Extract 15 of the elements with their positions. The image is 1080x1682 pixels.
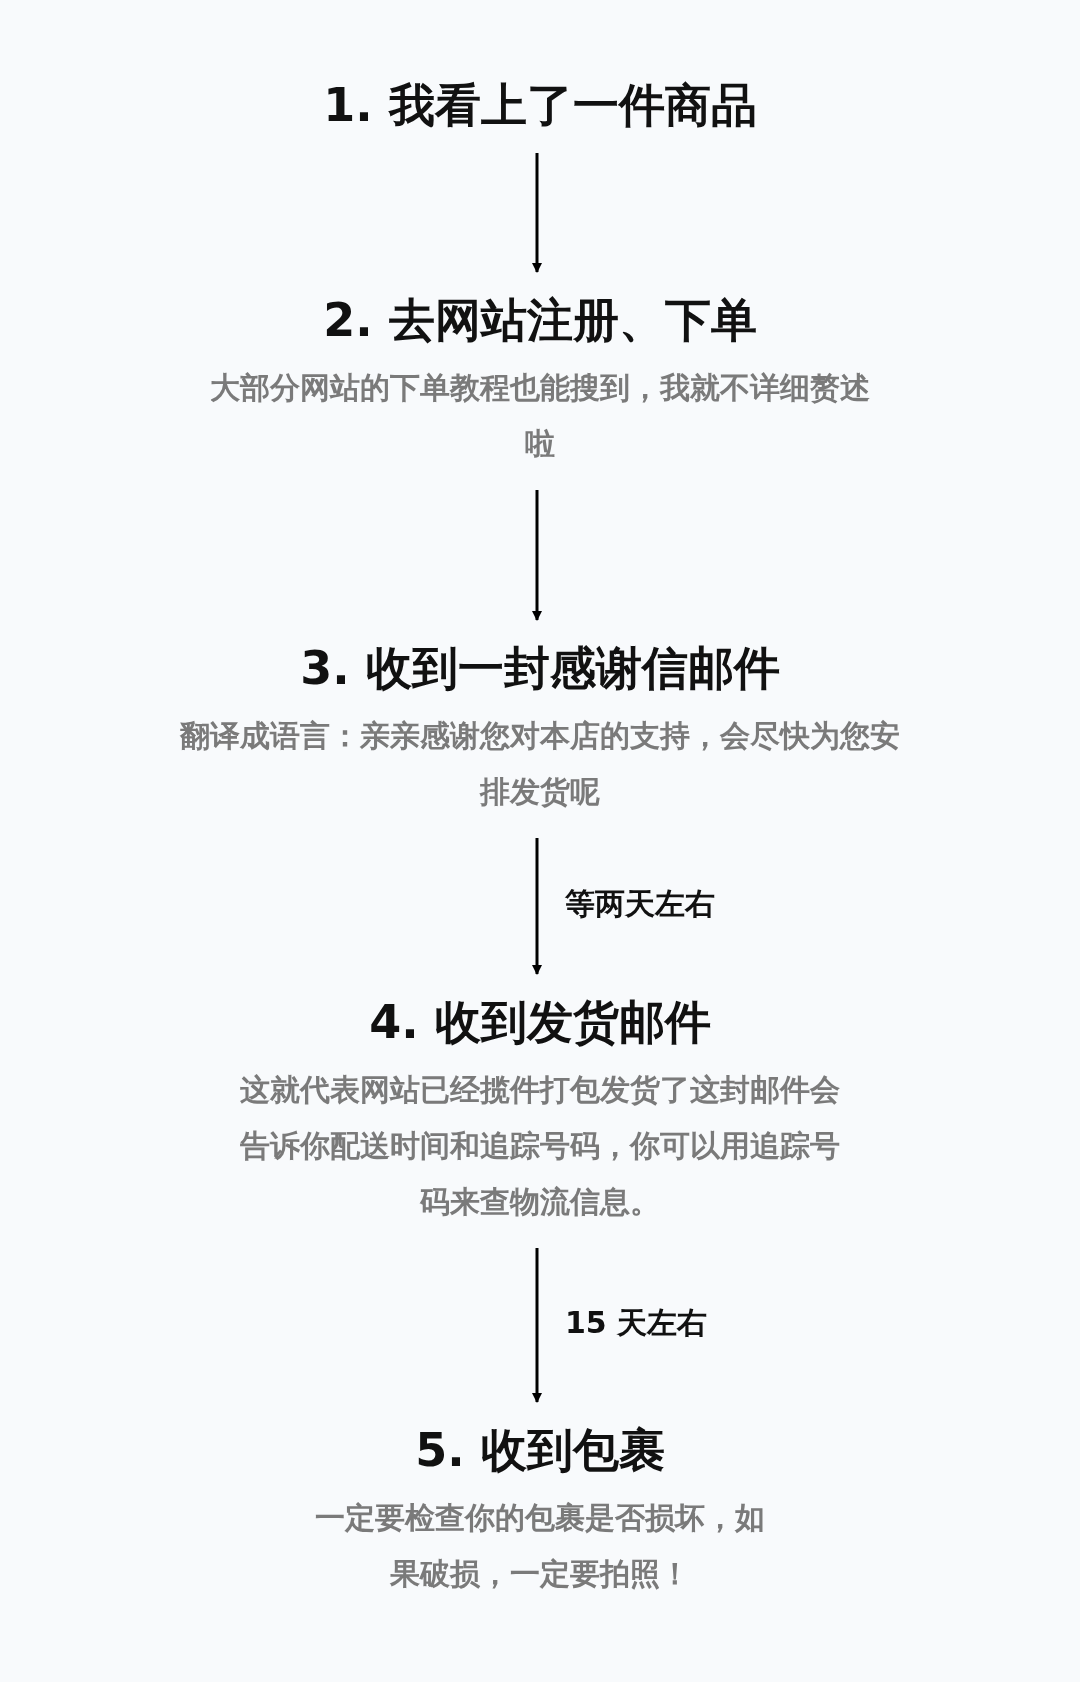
step-description: 这就代表网站已经揽件打包发货了这封邮件会告诉你配送时间和追踪号码，你可以用追踪号码来查物流信息。 bbox=[240, 1071, 840, 1221]
arrow bbox=[532, 490, 542, 621]
step-heading: 3. 收到一封感谢信邮件 bbox=[300, 640, 780, 697]
arrow bbox=[532, 838, 542, 975]
edge-label: 15 天左右 bbox=[565, 1304, 708, 1342]
edge-label: 等两天左右 bbox=[565, 885, 715, 923]
step-description: 一定要检查你的包裹是否损坏，如果破损，一定要拍照！ bbox=[314, 1499, 766, 1593]
step-heading: 5. 收到包裹 bbox=[415, 1422, 665, 1479]
step-description: 翻译成语言：亲亲感谢您对本店的支持，会尽快为您安排发货呢 bbox=[179, 717, 901, 811]
step-heading: 1. 我看上了一件商品 bbox=[323, 77, 757, 134]
step-description: 大部分网站的下单教程也能搜到，我就不详细赘述啦 bbox=[210, 369, 870, 463]
step-heading: 4. 收到发货邮件 bbox=[369, 994, 711, 1051]
arrow bbox=[532, 1248, 542, 1403]
step-heading: 2. 去网站注册、下单 bbox=[323, 292, 757, 349]
arrow bbox=[532, 153, 542, 273]
